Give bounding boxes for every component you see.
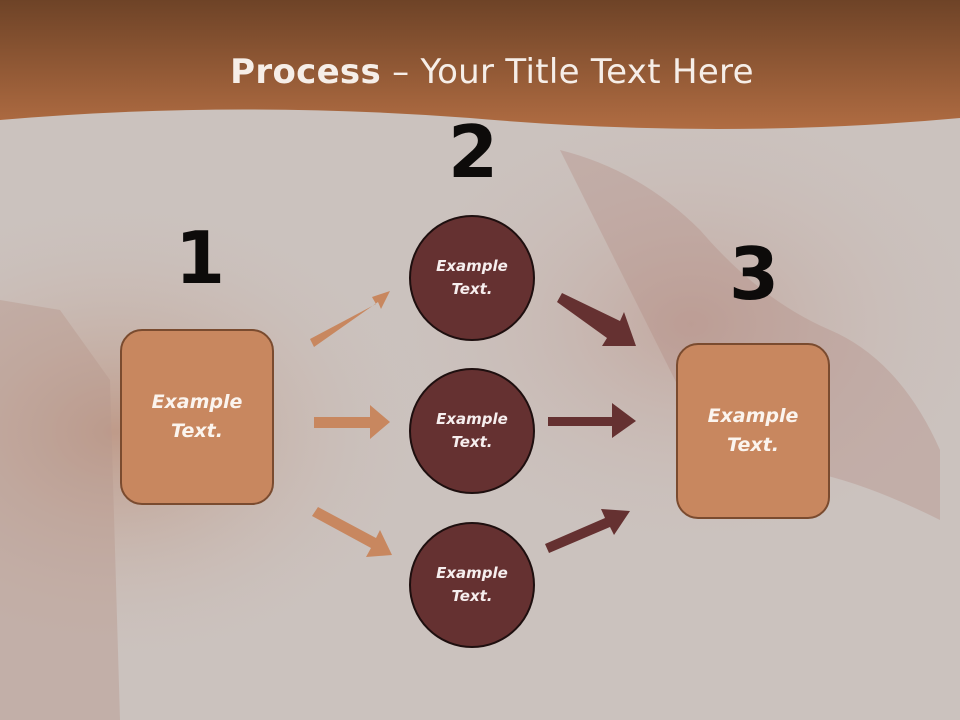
arrow-to-circle-1 <box>310 291 390 347</box>
process-circle-1: Example Text. <box>409 215 535 341</box>
process-circle-3: Example Text. <box>409 522 535 648</box>
arrow-to-circle-3 <box>312 507 392 557</box>
step-number-2: 2 <box>447 110 499 194</box>
arrow-from-circle-1 <box>557 293 636 346</box>
slide-title: Process – Your Title Text Here <box>0 52 960 92</box>
right-box-label: Example Text. <box>707 405 799 456</box>
title-bold: Process <box>230 52 382 92</box>
step-number-3: 3 <box>728 232 780 316</box>
header-band <box>0 0 960 129</box>
step-number-1: 1 <box>174 216 226 300</box>
left-box-label: Example Text. <box>151 391 243 442</box>
circle-3-label: Example Text. <box>436 564 508 605</box>
arrow-from-circle-3 <box>545 509 630 553</box>
process-circle-2: Example Text. <box>409 368 535 494</box>
left-process-box: Example Text. <box>120 329 274 505</box>
arrow-to-circle-2 <box>314 405 390 439</box>
circle-1-label: Example Text. <box>436 257 508 298</box>
arrow-from-circle-2 <box>548 403 636 438</box>
title-rest: – Your Title Text Here <box>381 52 754 92</box>
right-process-box: Example Text. <box>676 343 830 519</box>
circle-2-label: Example Text. <box>436 410 508 451</box>
